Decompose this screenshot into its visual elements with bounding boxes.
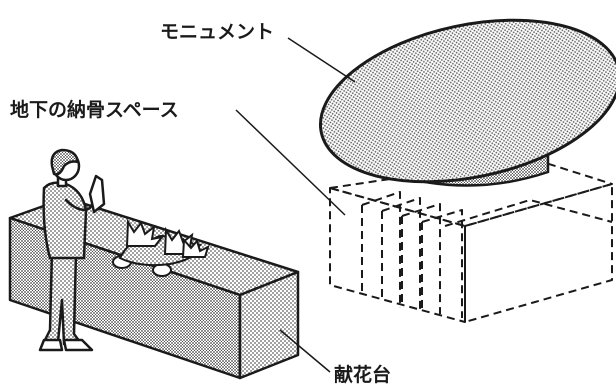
ossuary-leader [235, 109, 346, 216]
monument [318, 18, 616, 187]
altar-label: 献花台 [334, 363, 391, 385]
praying-person [38, 148, 106, 352]
ossuary-label: 地下の納骨スペース [10, 98, 179, 121]
monument-leader [287, 37, 356, 83]
monument-label: モニュメント [160, 21, 274, 43]
flowers [112, 218, 210, 277]
altar-leader [279, 329, 331, 373]
leader-lines [235, 37, 356, 373]
ossuary-box [329, 157, 613, 323]
